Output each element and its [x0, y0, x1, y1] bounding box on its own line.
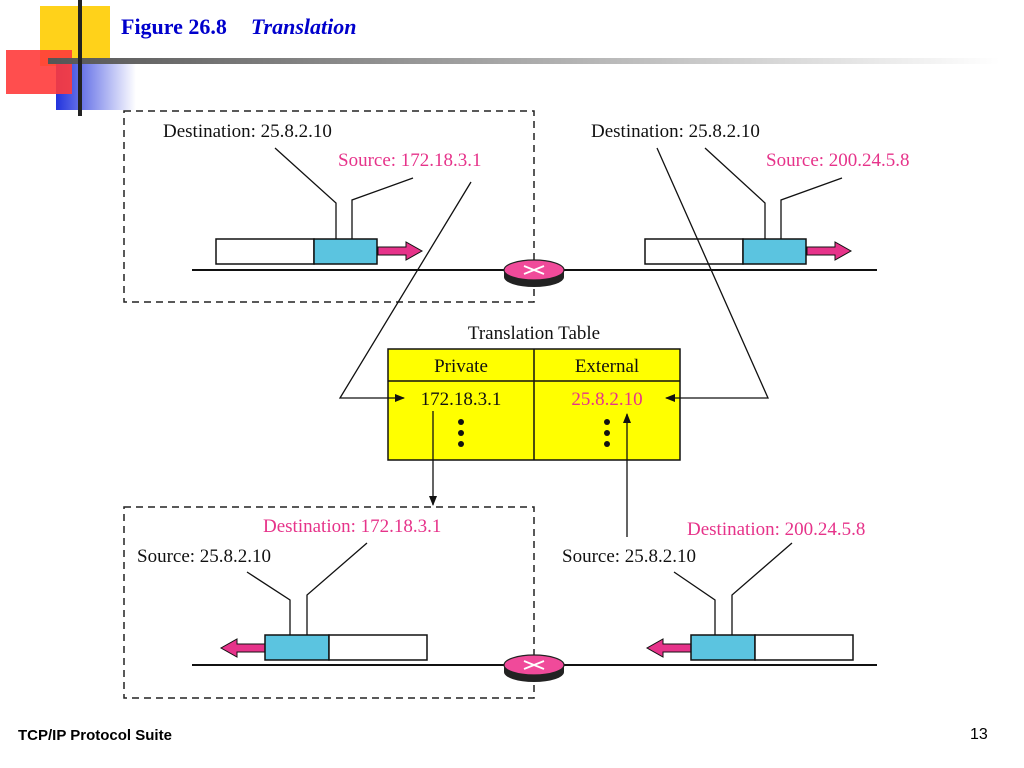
router-icon-top: [503, 259, 565, 287]
table-header-private: Private: [434, 356, 488, 377]
arrow-private-source-to-table: [338, 181, 472, 402]
footer-text: TCP/IP Protocol Suite: [18, 727, 172, 744]
incoming-external-source: Source: 25.8.2.10: [562, 546, 696, 567]
table-title: Translation Table: [468, 323, 600, 344]
incoming-private-destination: Destination: 172.18.3.1: [263, 516, 441, 537]
figure-number: Figure 26.8: [121, 14, 227, 39]
deco-title-rule: [48, 58, 1000, 64]
packet-outgoing-external: [644, 238, 853, 265]
deco-red-square: [6, 50, 72, 94]
packet-outgoing-private: [215, 238, 424, 265]
incoming-private-source: Source: 25.8.2.10: [137, 546, 271, 567]
table-ellipsis-dots: [458, 419, 610, 447]
leader-lines: [246, 147, 843, 635]
table-header-external: External: [575, 356, 639, 377]
direction-arrow-right: [806, 241, 853, 261]
table-cell-external: 25.8.2.10: [571, 389, 642, 410]
packet-incoming-external: [645, 634, 854, 661]
translation-table: [387, 348, 681, 461]
deco-vertical-rule: [78, 0, 82, 116]
figure-name: Translation: [250, 14, 357, 39]
router-icon-bottom: [503, 654, 565, 682]
direction-arrow-right: [377, 241, 424, 261]
arrow-external-destination-to-table: [656, 147, 769, 402]
table-cell-private: 172.18.3.1: [421, 389, 502, 410]
private-network-box-top: [123, 110, 535, 303]
incoming-external-destination: Destination: 200.24.5.8: [687, 519, 865, 540]
outgoing-private-source: Source: 172.18.3.1: [338, 150, 482, 171]
packet-incoming-private: [219, 634, 428, 661]
flow-arrows: [338, 147, 769, 537]
title-decoration: [6, 0, 1000, 116]
outgoing-external-source: Source: 200.24.5.8: [766, 150, 910, 171]
direction-arrow-left: [219, 638, 266, 658]
private-network-box-bottom: [123, 506, 535, 699]
direction-arrow-left: [645, 638, 692, 658]
slide-title: Figure 26.8 Translation: [121, 14, 356, 40]
page-number: 13: [970, 726, 988, 743]
outgoing-private-destination: Destination: 25.8.2.10: [163, 121, 332, 142]
outgoing-external-destination: Destination: 25.8.2.10: [591, 121, 760, 142]
